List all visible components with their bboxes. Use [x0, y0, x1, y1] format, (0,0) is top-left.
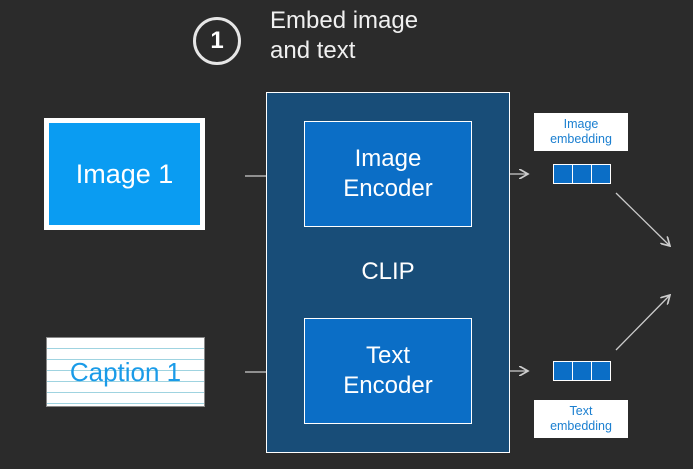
step-title-line1: Embed image: [270, 7, 419, 34]
vector-cell: [573, 362, 591, 380]
arrow-text-embedding-diagonal: [615, 295, 670, 351]
text-embedding-vector: [553, 361, 611, 381]
text-encoder-line2: Encoder: [343, 372, 433, 399]
vector-cell: [573, 165, 591, 183]
vector-cell: [592, 165, 610, 183]
image-input-box: Image 1: [44, 118, 205, 230]
image-encoder-line2: Encoder: [343, 175, 433, 202]
clip-label: CLIP: [361, 258, 415, 285]
caption-input-box: Caption 1: [46, 337, 205, 407]
image-embedding-line2: embedding: [550, 132, 612, 146]
arrow-image-embedding-diagonal: [615, 192, 670, 246]
text-embedding-line2: embedding: [550, 419, 612, 433]
vector-cell: [554, 362, 572, 380]
image-embedding-line1: Image: [563, 117, 599, 131]
text-encoder-line1: Text: [365, 342, 410, 369]
vector-cell: [592, 362, 610, 380]
image-input-label: Image 1: [75, 158, 174, 189]
image-encoder-line1: Image: [354, 145, 422, 172]
vector-cell: [554, 165, 572, 183]
step-number-badge: 1: [193, 17, 241, 65]
step-title: Embed image and text: [270, 6, 418, 66]
step-title-line2: and text: [270, 37, 356, 64]
step-number: 1: [210, 27, 224, 54]
caption-input-label: Caption 1: [69, 356, 182, 387]
image-embedding-vector: [553, 164, 611, 184]
text-embedding-line1: Text: [569, 404, 593, 418]
